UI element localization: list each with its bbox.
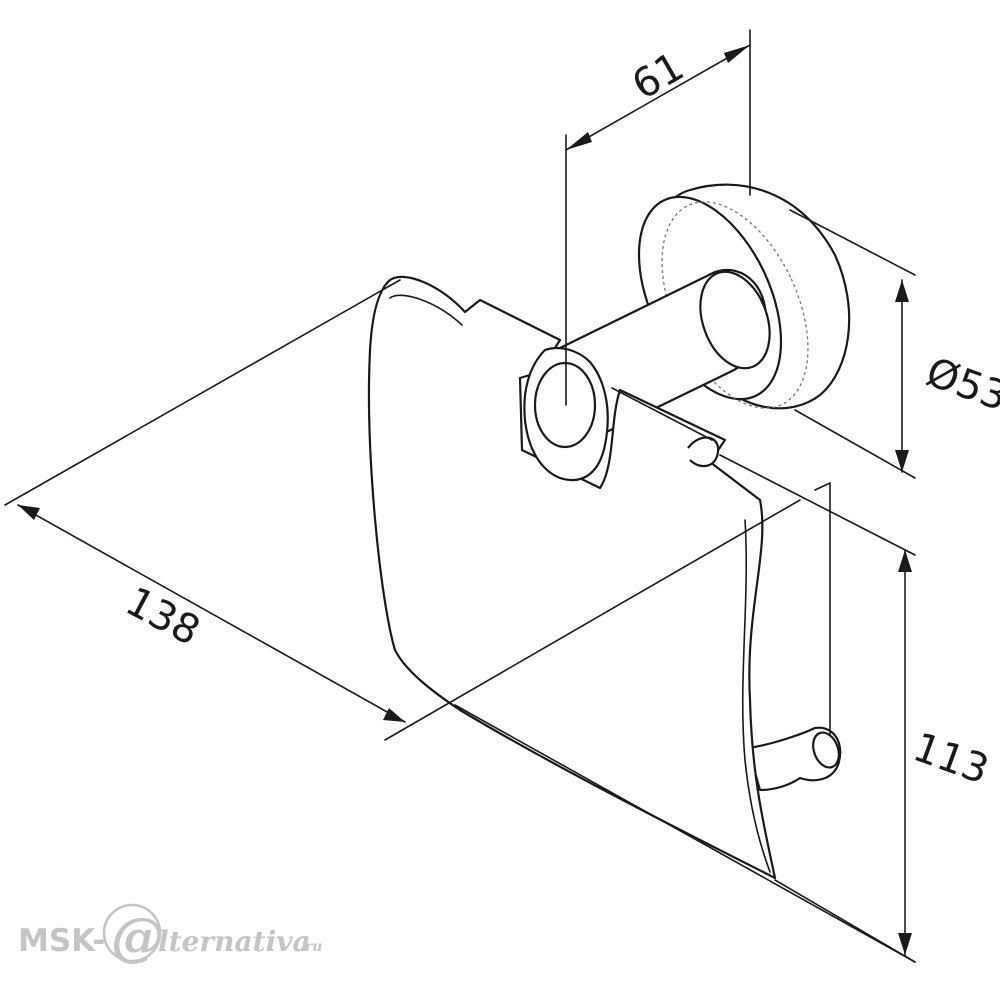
label-depth: 61 [625, 44, 692, 109]
arrow-width-right [383, 708, 405, 722]
label-diameter: Ø53 [920, 349, 1000, 420]
extension-line-top-h [719, 454, 916, 556]
rod-section [533, 361, 597, 449]
watermark-domain: .ru [300, 939, 322, 955]
watermark-logo: MSK- @ lternativa .ru [18, 903, 322, 968]
arrow-height-bottom [898, 933, 912, 955]
arrow-diameter-top [895, 280, 909, 302]
flap-scroll [687, 436, 720, 468]
extension-line-top [789, 209, 916, 276]
flap-body [367, 275, 777, 880]
rod-end [699, 270, 771, 370]
arrow-depth-right [724, 45, 750, 63]
arrow-width-left [18, 505, 40, 520]
arrow-depth-left [566, 132, 592, 150]
hook [746, 726, 842, 792]
label-height: 113 [907, 724, 994, 793]
flap-scroll-line [611, 387, 713, 441]
watermark-at-circle [102, 903, 162, 963]
label-width: 138 [118, 578, 207, 654]
dimension-line-depth [565, 44, 751, 151]
watermark-at: @ [111, 907, 163, 968]
flap-top-fold [389, 294, 463, 326]
watermark-suffix: lternativa [158, 925, 311, 958]
flap-right-edge [741, 519, 771, 873]
extension-line-bottom [794, 409, 916, 479]
watermark-prefix: MSK- [18, 923, 105, 959]
arrow-height-top [898, 550, 912, 572]
arrow-diameter-bottom [895, 450, 909, 472]
hook-reference-cap [814, 482, 831, 491]
extension-line-back [4, 279, 401, 506]
dimension-line-width [17, 504, 406, 723]
cover-bottom-edge [454, 704, 916, 963]
holder-rod [558, 269, 771, 442]
cover-flap [367, 275, 777, 880]
wall-plate-hidden-edge [661, 201, 809, 409]
hook-end [812, 731, 840, 769]
extension-line-front [384, 499, 801, 741]
